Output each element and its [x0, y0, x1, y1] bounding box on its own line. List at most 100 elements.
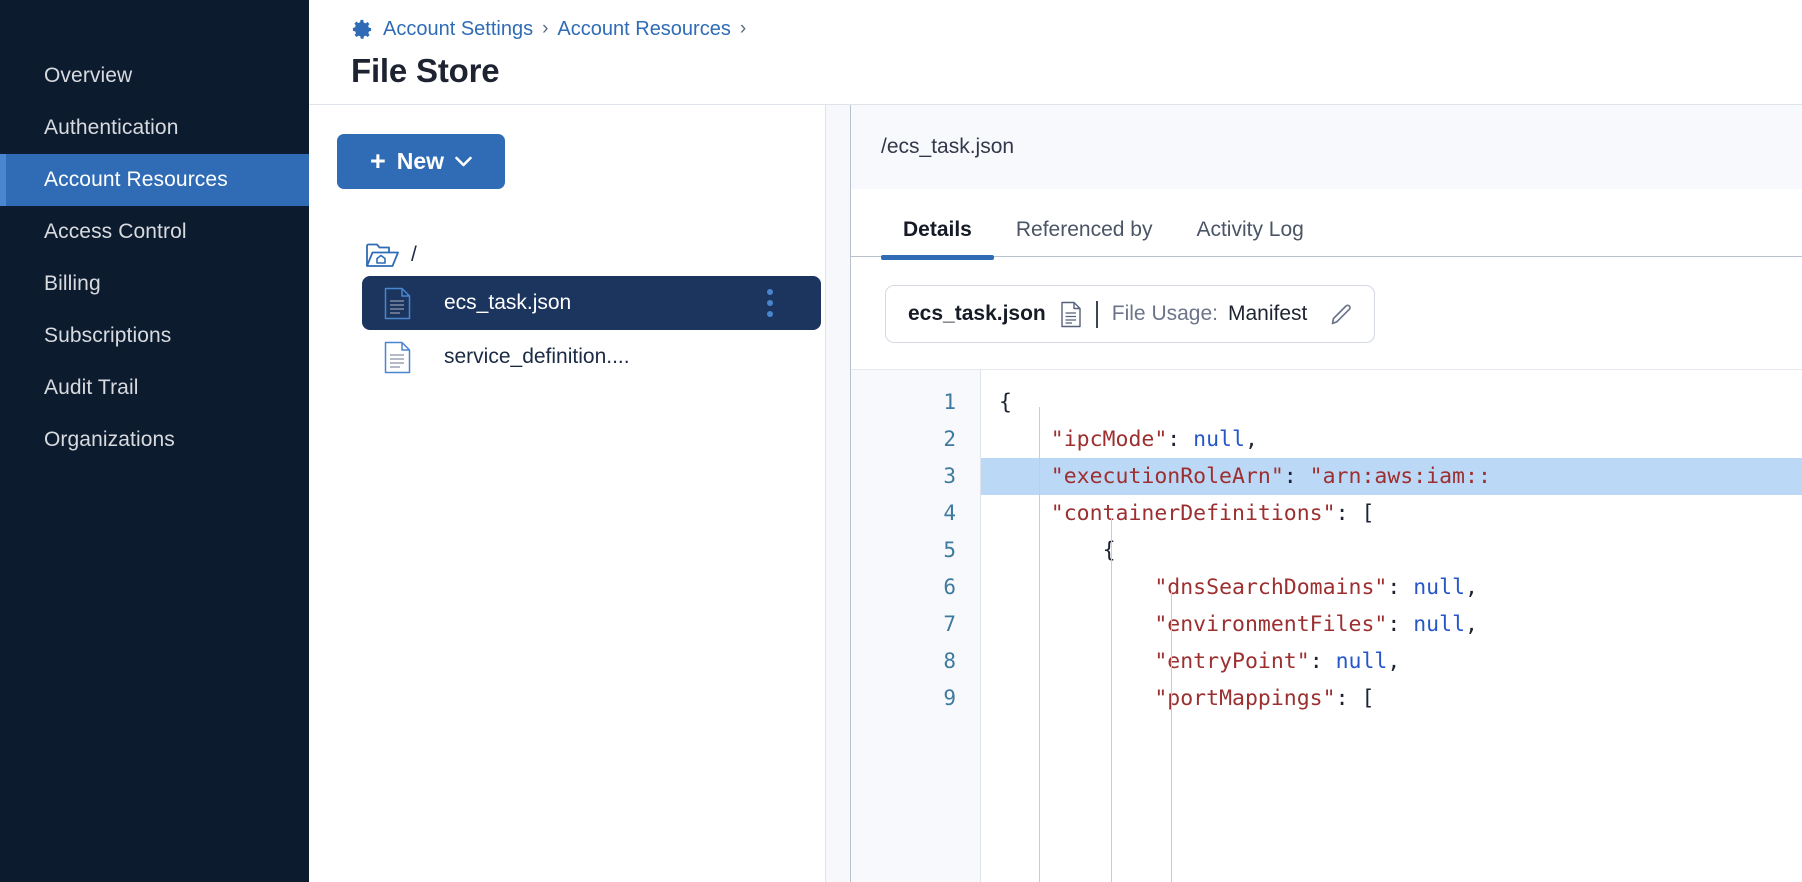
detail-tabs: Details Referenced by Activity Log: [851, 189, 1802, 260]
sidebar-item-label: Billing: [44, 272, 101, 295]
indent-guide: [1171, 592, 1172, 882]
json-key: "entryPoint": [1154, 649, 1310, 674]
line-number: 1: [943, 390, 956, 414]
chevron-down-icon: [455, 156, 472, 167]
indent-guide: [1111, 518, 1112, 882]
json-colon: :: [1335, 501, 1362, 526]
new-button-label: New: [396, 148, 445, 174]
breadcrumb-link-1[interactable]: Account Resources: [557, 17, 731, 40]
plus-icon: +: [369, 146, 386, 176]
folder-home-icon: [366, 243, 399, 267]
line-number-gutter: 1 2 3 4 5 6 7 8 9: [851, 370, 981, 882]
sidebar-item-subscriptions[interactable]: Subscriptions: [0, 310, 309, 362]
code-editor[interactable]: 1 2 3 4 5 6 7 8 9 { "ipcMode": null, "executionR…: [851, 369, 1802, 882]
indent-guide: [1039, 407, 1040, 882]
sidebar-item-label: Overview: [44, 64, 133, 87]
json-key: "dnsSearchDomains": [1154, 575, 1388, 600]
page-header: Account Settings›Account Resources› File…: [309, 0, 1802, 105]
detail-pane: /ecs_task.json Details Referenced by Activ…: [851, 105, 1802, 882]
file-path: /ecs_task.json: [881, 135, 1015, 158]
sidebar-item-label: Access Control: [44, 220, 187, 243]
sidebar-item-billing[interactable]: Billing: [0, 258, 309, 310]
file-usage-value: Manifest: [1227, 302, 1308, 325]
json-colon: :: [1309, 649, 1336, 674]
file-usage-card: ecs_task.json File Usage: Manifest: [885, 285, 1376, 343]
gear-icon: [352, 19, 372, 39]
pencil-icon[interactable]: [1329, 302, 1354, 327]
file-name: ecs_task.json: [444, 291, 572, 314]
code-line[interactable]: "containerDefinitions": [: [981, 495, 1802, 532]
json-trail: ,: [1387, 649, 1401, 674]
line-number: 4: [943, 501, 956, 525]
code-line[interactable]: "dnsSearchDomains": null,: [981, 569, 1802, 606]
breadcrumb-separator: ›: [542, 18, 549, 39]
code-line[interactable]: "entryPoint": null,: [981, 643, 1802, 680]
file-tree-pane: + New / ecs_task.json: [309, 105, 825, 882]
file-usage-label: File Usage:: [1111, 302, 1218, 325]
json-value: null: [1193, 427, 1245, 452]
code-line[interactable]: "portMappings": [: [981, 680, 1802, 717]
code-line[interactable]: "ipcMode": null,: [981, 421, 1802, 458]
json-key: "environmentFiles": [1154, 612, 1388, 637]
sidebar-item-organizations[interactable]: Organizations: [0, 414, 309, 466]
tab-activity-log[interactable]: Activity Log: [1196, 218, 1304, 241]
sidebar-item-label: Audit Trail: [44, 376, 139, 399]
file-path-bar: /ecs_task.json: [851, 105, 1802, 189]
json-colon: :: [1387, 612, 1414, 637]
json-value: null: [1413, 575, 1466, 600]
pane-splitter[interactable]: [825, 105, 851, 882]
line-number: 5: [943, 538, 956, 562]
json-key: "ipcMode": [1050, 427, 1168, 452]
code-content[interactable]: { "ipcMode": null, "executionRoleArn": "…: [981, 370, 1802, 882]
json-brace: {: [1102, 538, 1116, 563]
breadcrumb-link-0[interactable]: Account Settings: [383, 17, 534, 40]
sidebar-item-audit-trail[interactable]: Audit Trail: [0, 362, 309, 414]
file-row[interactable]: service_definition....: [362, 330, 821, 384]
sidebar-item-overview[interactable]: Overview: [0, 50, 309, 102]
file-icon: [384, 287, 411, 319]
tab-details[interactable]: Details: [881, 218, 994, 260]
code-line[interactable]: "environmentFiles": null,: [981, 606, 1802, 643]
json-key: "containerDefinitions": [1050, 501, 1336, 526]
tree-root-label: /: [411, 243, 417, 266]
card-divider: [1095, 300, 1098, 328]
json-colon: :: [1283, 464, 1310, 489]
json-value: null: [1413, 612, 1466, 637]
sidebar-item-label: Subscriptions: [44, 324, 172, 347]
json-key: "executionRoleArn": [1050, 464, 1284, 489]
sidebar-item-label: Organizations: [44, 428, 175, 451]
line-number: 6: [943, 575, 956, 599]
new-button[interactable]: + New: [337, 134, 505, 189]
page-title: File Store: [351, 52, 500, 89]
file-name: service_definition....: [444, 345, 630, 368]
json-value: "arn:aws:iam::: [1309, 464, 1491, 489]
tree-root-folder[interactable]: /: [337, 234, 825, 276]
file-tree: / ecs_task.json service_definition....: [337, 234, 825, 384]
breadcrumb: Account Settings›Account Resources›: [351, 8, 1802, 50]
code-line[interactable]: {: [981, 532, 1802, 569]
sidebar-item-label: Authentication: [44, 116, 179, 139]
sidebar-item-access-control[interactable]: Access Control: [0, 206, 309, 258]
line-number: 8: [943, 649, 956, 673]
kebab-menu-icon[interactable]: [767, 289, 773, 317]
json-brace: {: [999, 390, 1012, 415]
json-colon: :: [1387, 575, 1414, 600]
code-line[interactable]: "executionRoleArn": "arn:aws:iam::: [981, 458, 1802, 495]
code-line[interactable]: {: [981, 384, 1802, 421]
tab-referenced-by[interactable]: Referenced by: [1015, 218, 1153, 241]
line-number: 3: [943, 464, 956, 488]
sidebar-item-account-resources[interactable]: Account Resources: [0, 154, 309, 206]
line-number: 7: [943, 612, 956, 636]
file-row[interactable]: ecs_task.json: [362, 276, 821, 330]
json-colon: :: [1167, 427, 1194, 452]
file-icon: [384, 341, 411, 373]
document-icon: [1061, 301, 1081, 327]
usage-section: ecs_task.json File Usage: Manifest: [851, 257, 1802, 343]
line-number: 2: [943, 427, 956, 451]
line-number: 9: [943, 686, 956, 710]
main-area: Account Settings›Account Resources› File…: [309, 0, 1802, 882]
json-trail: ,: [1465, 612, 1478, 637]
sidebar-item-authentication[interactable]: Authentication: [0, 102, 309, 154]
